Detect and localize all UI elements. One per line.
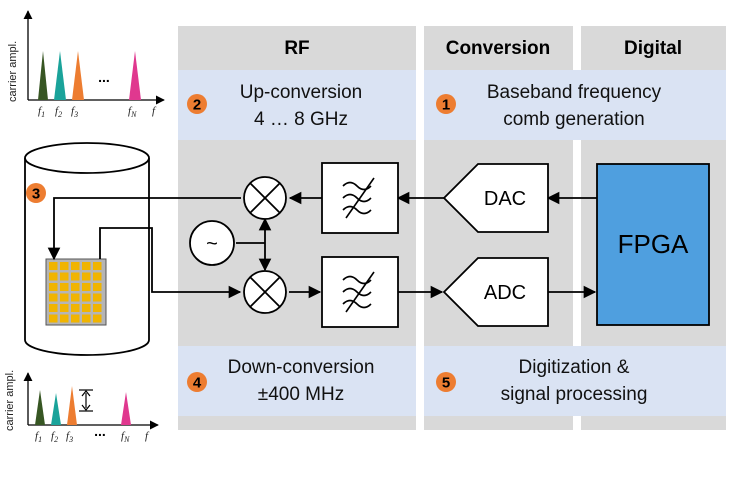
fpga-block [596,163,710,326]
step4-number: 4 [193,375,202,392]
spectrum-top-tick-2: f2 [55,105,62,119]
peak-2 [54,51,66,100]
resonator-cell [82,262,91,270]
spectrum-top-tick-n: fN [128,105,137,119]
step1-line2: comb generation [503,109,645,130]
resonator-cell [93,293,102,302]
step5-panel [424,346,726,416]
resonator-cell [49,283,58,291]
resonator-cell [71,283,80,291]
step5-number: 5 [442,375,450,392]
spectrum-top-ellipsis: ... [98,69,110,85]
step5-line1: Digitization & [519,357,630,378]
up-filter [321,162,399,234]
resonator-cell [82,304,91,312]
step1-panel [424,70,726,140]
spectrum-bottom: carrier ampl. ... f1 f2 f3 fN f [4,370,159,444]
resonator-cell [60,283,69,291]
down-mixer [243,270,287,314]
spectrum-top-tick-3: f3 [71,105,78,119]
resonator-cell [71,314,80,323]
step2-panel [178,70,416,140]
spectrum-bottom-ylabel: carrier ampl. [4,370,16,431]
dac-label: DAC [484,188,526,210]
resonator-array [49,262,102,323]
resonator-cell [60,314,69,323]
step4-line2: ±400 MHz [258,384,344,405]
spectrum-bottom-tick-2: f2 [51,430,58,444]
resonator-cell [93,314,102,323]
step1-number: 1 [442,97,450,114]
up-mixer [243,176,287,220]
step1-badge [436,94,456,114]
step5-line2: signal processing [501,384,648,405]
local-oscillator [189,220,235,266]
resonator-cell [93,262,102,270]
peak-3-bottom [67,386,77,425]
spectrum-bottom-tick-3: f3 [66,430,73,444]
resonator-cell [60,262,69,270]
step3-badge [26,183,46,203]
input-line [47,197,241,261]
rf-column-title: RF [284,38,309,59]
resonator-cell [71,262,80,270]
step5-badge [436,372,456,392]
dac-block [442,163,549,233]
peak-1-bottom [35,390,45,425]
resonator-cell [60,293,69,302]
resonator-cell [82,272,91,281]
fpga-label: FPGA [618,229,689,259]
spectrum-bottom-xlabel: f [145,430,150,442]
spectrum-bottom-tick-1: f1 [35,430,42,444]
step4-panel [178,346,416,416]
resonator-cell [71,272,80,281]
step2-line1: Up-conversion [240,82,363,103]
step4-line1: Down-conversion [228,357,375,378]
resonator-cell [71,293,80,302]
resonator-cell [49,314,58,323]
conversion-column-title: Conversion [446,38,551,59]
spectrum-top-xlabel: f [152,105,157,117]
peak-2-bottom [51,393,61,425]
resonator-cell [71,304,80,312]
step2-number: 2 [193,97,201,114]
adc-label: ADC [484,282,526,304]
resonator-cell [60,304,69,312]
resonator-cell [49,304,58,312]
step3-number: 3 [32,186,40,203]
output-line [99,227,242,299]
resonator-cell [93,272,102,281]
resonator-chip [45,258,107,326]
resonator-cell [82,283,91,291]
peak-n-bottom [121,392,131,425]
spectrum-top-ylabel: carrier ampl. [7,41,19,102]
resonator-cell [82,314,91,323]
peak-1 [38,51,48,100]
resonator-cell [93,283,102,291]
resonator-cell [93,304,102,312]
step2-badge [187,94,207,114]
amplitude-change-indicator [79,389,93,412]
oscillator-symbol: ~ [206,233,218,255]
resonator-cell [49,262,58,270]
resonator-cell [60,272,69,281]
spectrum-top-tick-1: f1 [38,105,45,119]
peak-n [129,51,141,100]
peak-3 [72,51,84,100]
step1-line1: Baseband frequency [487,82,662,103]
adc-block [442,257,549,327]
spectrum-bottom-tick-n: fN [121,430,130,444]
spectrum-top: carrier ampl. ... f1 f2 f3 fN f [7,10,165,119]
step2-line2: 4 … 8 GHz [254,109,348,130]
resonator-cell [49,293,58,302]
spectrum-bottom-ellipsis: ... [94,423,106,439]
resonator-cell [49,272,58,281]
down-filter [321,256,399,328]
digital-column-title: Digital [624,38,682,59]
resonator-cell [82,293,91,302]
step4-badge [187,372,207,392]
